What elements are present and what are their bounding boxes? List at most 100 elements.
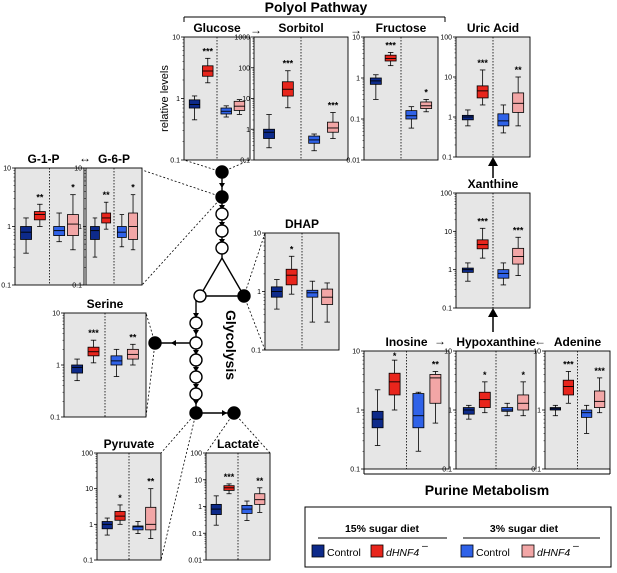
uric-acid-tick-label: 10 xyxy=(444,75,452,82)
lactate-tick-label: 0.01 xyxy=(188,558,202,565)
xanthine-significance: *** xyxy=(513,225,524,235)
xanthine-box-control3 xyxy=(497,262,510,286)
inosine-box-mutant3 xyxy=(429,371,442,424)
fructose-title: Fructose xyxy=(376,21,427,35)
lactate-box-mutant15 xyxy=(223,483,235,495)
adenine-box-control15 xyxy=(549,404,562,417)
lactate-tick-label: 100 xyxy=(190,451,202,458)
glucose-tick-label: 10 xyxy=(172,35,180,42)
hypoxanthine-significance: * xyxy=(483,370,487,380)
uric-acid-significance: ** xyxy=(515,65,523,75)
glucose-tick-label: 0.1 xyxy=(170,158,180,165)
glucose-tick-label: 1 xyxy=(176,96,180,103)
g-6-p-box-mutant15 xyxy=(101,201,112,230)
dhap-tick-label: 1 xyxy=(257,289,261,296)
xanthine-box-control15 xyxy=(461,262,474,282)
sorbitol-box-mutant15 xyxy=(281,70,294,109)
inosine-tick-label: 1 xyxy=(356,408,360,415)
g-6-p-tick-label: 0.1 xyxy=(72,283,82,290)
inosine-title: Inosine xyxy=(385,335,427,349)
g-1-p-box-mutant3 xyxy=(67,194,79,251)
fructose-box-control3 xyxy=(405,106,418,129)
lactate-title: Lactate xyxy=(217,437,259,451)
pyruvate-tick-label: 10 xyxy=(85,486,93,493)
sorbitol-box-control3 xyxy=(308,133,321,152)
pyruvate-box-control15 xyxy=(101,517,113,536)
legend-control-15-label: Control xyxy=(327,547,361,559)
g-6-p-title: G-6-P xyxy=(98,152,130,166)
xanthine-box-mutant15 xyxy=(476,227,489,259)
lactate-significance: ** xyxy=(256,476,264,486)
serine-box-mutant3 xyxy=(126,343,139,366)
serine-tick-label: 0.1 xyxy=(50,415,60,422)
uric-acid-box-mutant15 xyxy=(476,69,489,106)
inosine-significance: ** xyxy=(432,359,440,369)
serine-box-control15 xyxy=(71,358,84,382)
pyruvate-tick-label: 1 xyxy=(89,522,93,529)
dhap-box-control15 xyxy=(270,279,283,310)
pyruvate-tick-label: 0.1 xyxy=(83,558,93,565)
fructose-significance: * xyxy=(424,87,428,97)
sorbitol-tick-label: 1000 xyxy=(234,35,250,42)
glucose-box-control3 xyxy=(220,105,232,118)
lactate-tick-label: 10 xyxy=(194,477,202,484)
fructose-tick-label: 1 xyxy=(356,76,360,83)
sorbitol-significance: *** xyxy=(328,101,339,111)
uric-acid-tick-label: 1 xyxy=(448,115,452,122)
lactate-tick-label: 1 xyxy=(198,504,202,511)
legend-swatch-mutant-15 xyxy=(370,544,384,558)
xanthine-box-mutant3 xyxy=(512,236,525,277)
g1p-g6p-arrow: ↔ xyxy=(79,151,91,165)
lactate-box-control15 xyxy=(210,495,222,526)
adenine-significance: *** xyxy=(594,366,605,376)
xanthine-tick-label: 10 xyxy=(444,229,452,236)
legend: 15% sugar diet 3% sugar diet Control dHN… xyxy=(304,506,612,568)
g-1-p-tick-label: 0.1 xyxy=(1,283,11,290)
uric-acid-box-control3 xyxy=(497,104,510,134)
sorbitol-box-control15 xyxy=(263,114,275,149)
pyruvate-node xyxy=(189,406,203,420)
inosine-plot-area xyxy=(363,350,450,470)
lactate-box-mutant3 xyxy=(254,487,266,513)
g-1-p-box-control3 xyxy=(53,212,66,243)
sorbitol-tick-label: 1 xyxy=(246,127,250,134)
adenine-tick-label: 10 xyxy=(533,349,541,356)
legend-mutant-15-superscript: – xyxy=(422,540,428,552)
pyruvate-box-control3 xyxy=(132,521,144,534)
dhap-box-mutant15 xyxy=(285,255,298,295)
serine-box-mutant15 xyxy=(87,339,100,364)
pathway-nodes xyxy=(148,165,251,420)
glucose-box-mutant3 xyxy=(233,99,246,115)
g-6-p-tick-label: 10 xyxy=(74,166,82,173)
dhap-tick-label: 10 xyxy=(253,231,261,238)
hypoxanthine-box-mutant3 xyxy=(517,381,530,417)
hypoxanthine-box-control15 xyxy=(462,404,475,420)
pyruvate-significance: * xyxy=(118,493,122,503)
xanthine-tick-label: 1 xyxy=(448,267,452,274)
hypoxanthine-box-mutant15 xyxy=(478,381,491,414)
adenine-significance: *** xyxy=(563,359,574,369)
adenine-tick-label: 1 xyxy=(537,408,541,415)
pyruvate-title: Pyruvate xyxy=(104,437,155,451)
inosine-tick-label: 10 xyxy=(352,349,360,356)
xanthine-tick-label: 0.1 xyxy=(442,306,452,313)
dhap-title: DHAP xyxy=(285,217,319,231)
serine-tick-label: 10 xyxy=(52,311,60,318)
glucose-box-mutant15 xyxy=(202,57,214,84)
g-6-p-significance: * xyxy=(131,183,135,193)
hypoxanthine-title: Hypoxanthine xyxy=(456,335,536,349)
serine-significance: ** xyxy=(129,332,137,342)
legend-group1-title: 15% sugar diet xyxy=(345,523,420,535)
g-1-p-box-control15 xyxy=(20,217,32,254)
fructose-box-mutant3 xyxy=(420,99,433,113)
uric-acid-tick-label: 100 xyxy=(440,35,452,42)
uric-acid-significance: *** xyxy=(477,58,488,68)
